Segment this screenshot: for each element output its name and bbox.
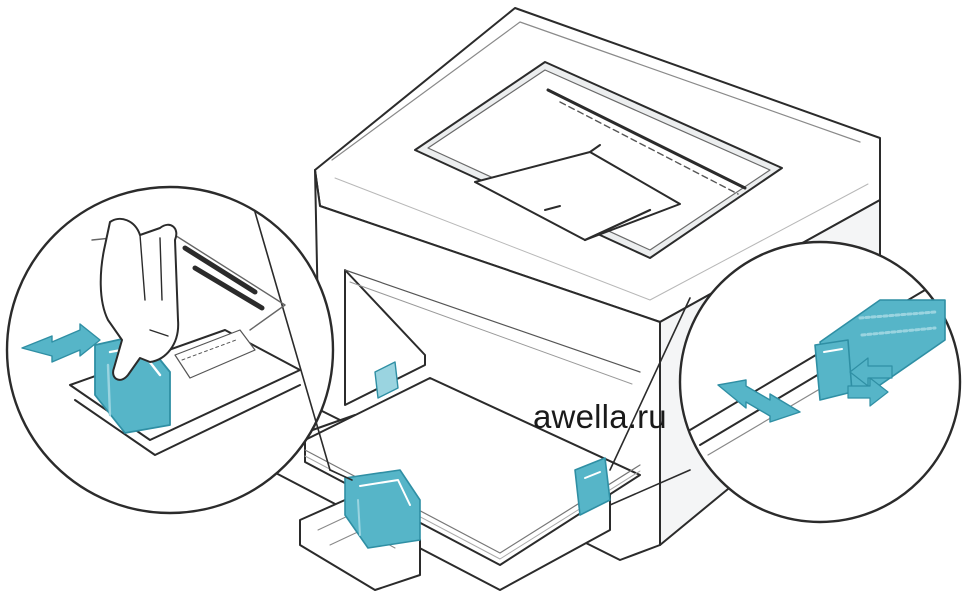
- watermark-text: awella.ru: [533, 398, 667, 436]
